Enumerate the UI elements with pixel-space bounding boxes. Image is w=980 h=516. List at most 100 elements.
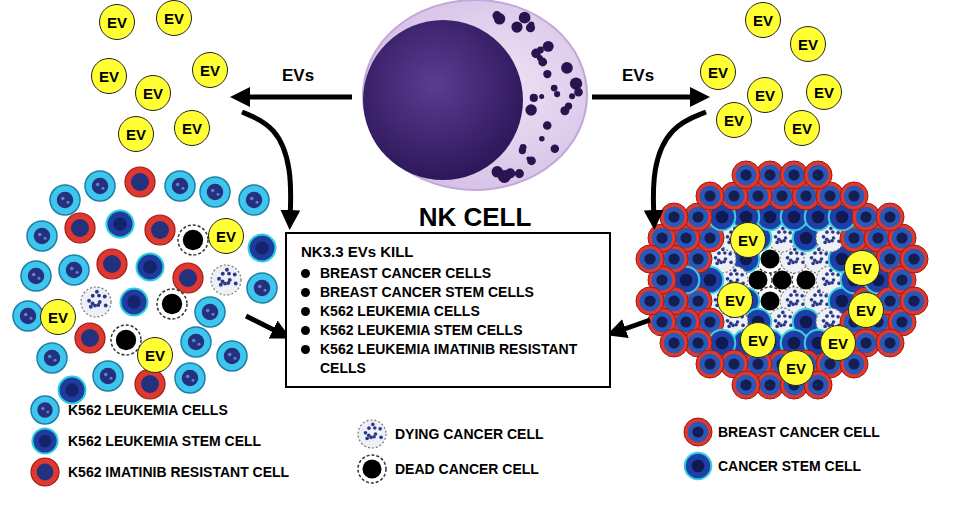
cell-fragment: [793, 290, 797, 294]
cell-nucleus: [656, 316, 667, 327]
bullet-dot: [301, 288, 310, 297]
cell-fragment: [822, 235, 826, 239]
cell-fragment: [836, 273, 840, 277]
cell-dot: [61, 197, 65, 201]
cell-fragment: [789, 251, 793, 255]
cell-fragment: [378, 427, 382, 431]
cell-nucleus: [692, 337, 703, 348]
stem-cell: [137, 254, 164, 281]
cell-body: [81, 287, 111, 317]
ev-label: EV: [852, 261, 872, 276]
cell-fragment: [219, 283, 223, 287]
ev-circle: EV: [790, 26, 826, 62]
cell-nucleus: [37, 464, 54, 481]
granule: [565, 102, 572, 109]
cell-body: [85, 171, 115, 201]
ev-circle: EV: [806, 74, 842, 110]
cell-dot: [48, 355, 52, 359]
breast-cell: [696, 350, 724, 378]
cell-nucleus: [752, 190, 763, 201]
cell-name: NK CELL: [419, 202, 532, 232]
cell-dot: [234, 357, 237, 360]
cell-nucleus: [716, 211, 729, 224]
cell-fragment: [740, 273, 744, 277]
legend-text: DEAD CANCER CELL: [395, 459, 539, 479]
cell-nucleus: [143, 260, 157, 274]
flow-arrow: [246, 316, 282, 334]
cell-dot: [104, 373, 108, 377]
cell-fragment: [813, 251, 817, 255]
breast-cell: [732, 161, 760, 189]
cell-body: [660, 329, 688, 357]
cell-dot: [38, 233, 42, 237]
cell-inner: [904, 291, 925, 312]
cell-fragment: [89, 305, 93, 309]
cell-fragment: [728, 252, 732, 256]
cell-dot: [30, 317, 33, 320]
cell-fragment: [789, 301, 793, 305]
cell-fragment: [818, 260, 822, 264]
cell-fragment: [364, 431, 368, 435]
cell-dot: [67, 201, 70, 204]
leuk-cell: [175, 363, 205, 393]
cell-nucleus: [692, 211, 703, 222]
breast-cell: [900, 245, 928, 273]
cell-fragment: [221, 272, 225, 276]
dead-cell: [358, 455, 386, 483]
cell-nucleus: [113, 217, 127, 231]
cell-inner: [784, 165, 805, 186]
stem-cell: [32, 428, 57, 453]
cell-nucleus: [182, 370, 199, 387]
cell-body: [65, 213, 95, 243]
cell-inner: [676, 312, 697, 333]
cell-body: [31, 458, 59, 486]
cell-nucleus: [34, 228, 51, 245]
ev-circle: EV: [118, 116, 154, 152]
stem-cell: [121, 289, 148, 316]
ev-circle: EV: [137, 337, 173, 373]
cell-nucleus: [800, 316, 813, 329]
leuk-cell: [181, 327, 211, 357]
cell-fragment: [794, 302, 798, 306]
cell-body: [685, 453, 712, 480]
cell-body: [125, 167, 155, 197]
cell-nucleus: [836, 211, 849, 224]
cell-body: [97, 249, 127, 279]
cell-inner: [688, 249, 709, 270]
cell-inner: [880, 333, 901, 354]
cell-fragment: [823, 241, 827, 245]
cell-fragment: [365, 437, 369, 441]
cell-inner: [748, 186, 769, 207]
legend-swatches: [31, 396, 712, 486]
cell-dot: [258, 285, 262, 289]
ev-label: EV: [748, 333, 768, 348]
cell-fragment: [777, 314, 781, 318]
ev-circle: EV: [730, 222, 766, 258]
cell-nucleus: [908, 253, 919, 264]
leuk-cell: [93, 361, 123, 391]
granule: [551, 145, 559, 153]
cell-fragment: [777, 322, 781, 326]
ev-label: EV: [856, 303, 876, 318]
cell-inner: [700, 312, 721, 333]
cell-fragment: [789, 293, 793, 297]
cell-dot: [182, 187, 185, 190]
cell-inner: [892, 228, 913, 249]
legend-text: K562 LEUKEMIA CELLS: [68, 400, 228, 420]
cell-fragment: [233, 272, 237, 276]
cell-inner: [676, 228, 697, 249]
cell-dot: [41, 407, 44, 410]
cell-inner: [868, 228, 889, 249]
cell-fragment: [777, 238, 781, 242]
cell-inner: [700, 354, 721, 375]
cell-body: [696, 182, 724, 210]
cell-body: [732, 371, 760, 399]
cell-fragment: [782, 323, 786, 327]
ev-label: EV: [216, 229, 236, 244]
cell-nucleus: [824, 190, 835, 201]
dying-cell: [358, 420, 386, 448]
cell-inner: [688, 207, 709, 228]
cell-body: [900, 245, 928, 273]
cell-body: [804, 161, 832, 189]
cell-core: [748, 270, 767, 289]
